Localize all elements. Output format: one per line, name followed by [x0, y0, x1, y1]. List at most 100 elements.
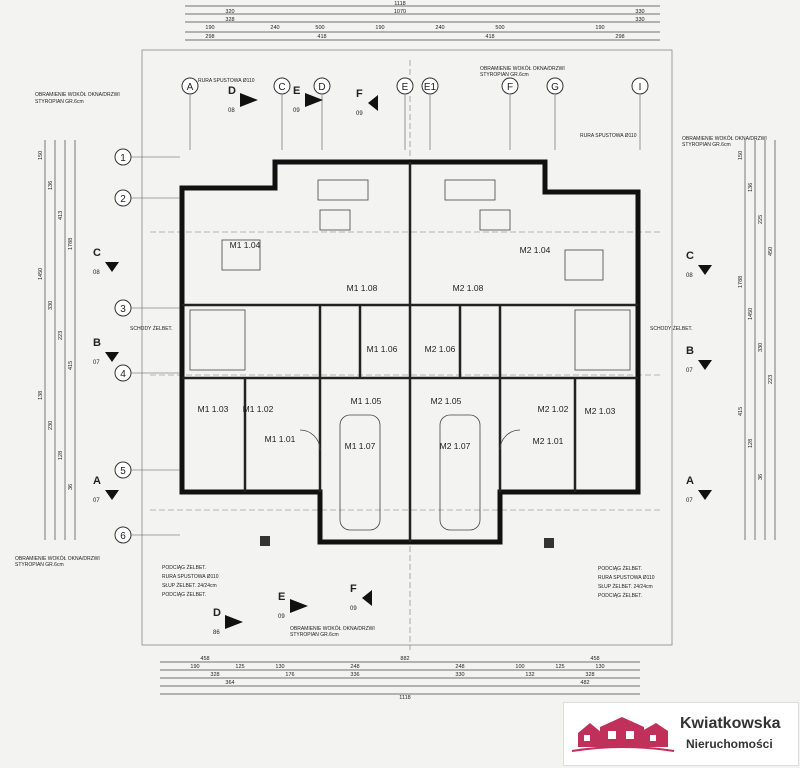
grid-row-5: 5	[120, 466, 126, 477]
section-top-0-arrow-icon	[240, 93, 258, 107]
grid-row-2: 2	[120, 194, 126, 205]
top-dim-h: 240	[270, 25, 279, 31]
section-bottom-2-ref: 09	[350, 606, 357, 612]
car-left	[339, 414, 381, 531]
right-dim: 1450	[748, 308, 754, 320]
grid-column-E-circle	[396, 77, 414, 95]
grid-column-F: F	[507, 82, 513, 93]
note-styrofoam-right: STYROPIAN GR.6cm	[682, 142, 731, 148]
right-dim: 1788	[738, 276, 744, 288]
room-label: M2 1.06	[425, 344, 456, 354]
top-dim-g: 190	[205, 25, 214, 31]
section-left-1-ref: 07	[93, 360, 100, 366]
section-top-1-ref: 09	[293, 108, 300, 114]
grid-column-D-circle	[313, 77, 331, 95]
note-window-frame-right: OBRAMIENIE WOKÓŁ OKNA/DRZWI	[682, 135, 767, 142]
inner-walls	[182, 162, 638, 542]
column-right	[544, 538, 554, 548]
section-bottom-0-ref: 86	[213, 630, 220, 636]
right-dim: 330	[758, 343, 764, 352]
room-label: M1 1.08	[347, 283, 378, 293]
top-dim-second: 1070	[394, 9, 406, 15]
grid-column-F-circle	[501, 77, 519, 95]
right-dim: 136	[748, 183, 754, 192]
room-label: M1 1.05	[351, 396, 382, 406]
room-label: M1 1.06	[367, 344, 398, 354]
left-dim: 330	[48, 301, 54, 310]
section-right-1-letter: B	[686, 345, 694, 357]
bottom-dim-k: 336	[350, 672, 359, 678]
grid-row-3: 3	[120, 304, 126, 315]
note-downpipe-1: RURA SPUSTOWA Ø110	[598, 575, 655, 581]
note-column-1: SŁUP ŻELBET. 24/24cm	[598, 583, 653, 590]
bottom-dim-right: 458	[590, 656, 599, 662]
top-dim-e: 330	[635, 9, 644, 15]
left-dim: 415	[68, 361, 74, 370]
top-dim-l: 298	[205, 34, 214, 40]
bottom-dim-mid: 882	[400, 656, 409, 662]
bottom-dim-c: 130	[275, 664, 284, 670]
section-left-0-ref: 08	[93, 270, 100, 276]
note-window-frame-bottom: OBRAMIENIE WOKÓŁ OKNA/DRZWI	[290, 625, 375, 632]
right-dim: 36	[758, 474, 764, 480]
section-right-1-arrow-icon	[698, 360, 712, 370]
car-right	[439, 414, 481, 531]
top-dim-m: 418	[317, 34, 326, 40]
section-right-2-arrow-icon	[698, 490, 712, 500]
top-dim-c: 500	[315, 25, 324, 31]
side-dimension-lines	[44, 140, 776, 540]
furniture	[189, 179, 631, 531]
bottom-dim-left: 458	[200, 656, 209, 662]
note-window-frame-top: OBRAMIENIE WOKÓŁ OKNA/DRZWI	[480, 65, 565, 72]
grid-column-E: E	[402, 82, 409, 93]
left-dim: 128	[58, 451, 64, 460]
left-dim: 136	[48, 181, 54, 190]
room-label: M2 1.07	[440, 441, 471, 451]
section-left-2-arrow-icon	[105, 490, 119, 500]
note-beam-1: PODCIĄG ŻELBET.	[598, 565, 642, 572]
right-dim: 128	[748, 439, 754, 448]
note-beam2-1: PODCIĄG ŻELBET.	[598, 592, 642, 599]
section-top-2-ref: 09	[356, 111, 363, 117]
note-stairs-right: SCHODY ŻELBET.	[650, 325, 692, 332]
grid-column-D: D	[318, 82, 325, 93]
room-label: M1 1.07	[345, 441, 376, 451]
room-label: M2 1.04	[520, 245, 551, 255]
section-bottom-0-arrow-icon	[225, 615, 243, 629]
top-dim-n: 418	[485, 34, 494, 40]
right-dim: 225	[758, 215, 764, 224]
note-downpipe-top: RURA SPUSTOWA Ø110	[580, 133, 637, 139]
logo-title: Kwiatkowska	[680, 715, 781, 732]
left-dim: 1788	[68, 238, 74, 250]
note-stairs-left: SCHODY ŻELBET.	[130, 325, 172, 332]
left-dim: 223	[58, 331, 64, 340]
top-dim-k: 190	[595, 25, 604, 31]
grid-column-A-circle	[181, 77, 199, 95]
bottom-dim-j: 176	[285, 672, 294, 678]
section-top-2-letter: F	[356, 88, 363, 100]
section-bottom-2-letter: F	[350, 583, 357, 595]
left-dim: 413	[58, 211, 64, 220]
note-downpipe-top-left: RURA SPUSTOWA Ø110	[198, 78, 255, 84]
frame	[141, 49, 673, 646]
room-label: M2 1.02	[538, 404, 569, 414]
grid-row-1: 1	[120, 153, 126, 164]
right-dim: 415	[738, 407, 744, 416]
top-dim-d: 500	[495, 25, 504, 31]
bottom-dim-m: 132	[525, 672, 534, 678]
bottom-dim-n: 328	[585, 672, 594, 678]
grid-column-I: I	[639, 82, 642, 93]
section-bottom-1-arrow-icon	[290, 599, 308, 613]
top-dim-j: 240	[435, 25, 444, 31]
bottom-dim-e: 248	[455, 664, 464, 670]
note-styrofoam-top-left: STYROPIAN GR.6cm	[35, 99, 84, 105]
logo-subtitle: Nieruchomości	[686, 737, 773, 751]
note-window-frame-bottom-left: OBRAMIENIE WOKÓŁ OKNA/DRZWI	[15, 555, 100, 562]
note-styrofoam-top: STYROPIAN GR.6cm	[480, 72, 529, 78]
bottom-dim-h: 130	[595, 664, 604, 670]
section-top-1-letter: E	[293, 85, 300, 97]
bottom-dim-b: 125	[235, 664, 244, 670]
section-bottom-2-arrow-icon	[362, 590, 372, 606]
